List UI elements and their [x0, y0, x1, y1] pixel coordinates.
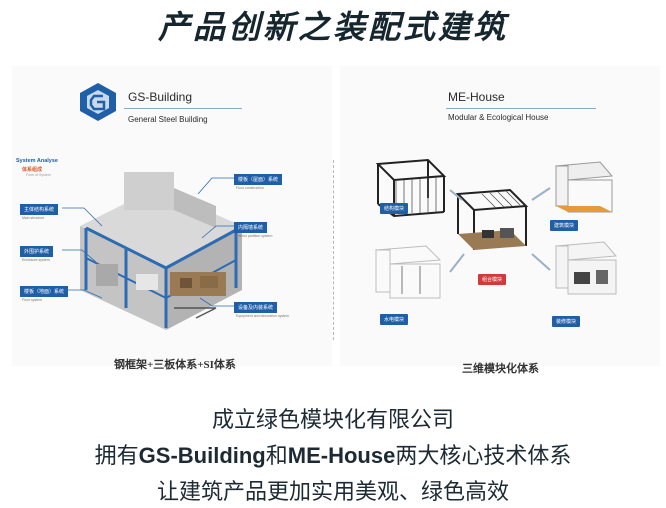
core-tech-gs: GS-Building — [138, 443, 266, 468]
tag-building-module: 建筑模块 — [550, 220, 579, 231]
gs-building-logo-icon — [80, 83, 116, 121]
tag-partition: 内隔墙系统 — [234, 222, 268, 233]
me-house-module-diagram — [374, 158, 618, 299]
core-tech-me: ME-House — [287, 443, 396, 468]
core-tech-line: 拥有GS-Building和ME-House两大核心技术体系 — [0, 438, 666, 470]
system-analyse-title: System Analyse — [16, 158, 58, 164]
panel-divider — [333, 160, 334, 340]
gs-building-illustration — [80, 172, 242, 330]
tag-floor-en: Floor system — [22, 298, 43, 302]
core-tech-pre: 拥有 — [94, 443, 139, 468]
me-house-caption: 三维模块化体系 — [462, 363, 539, 375]
tag-mep-module: 水电模块 — [380, 314, 409, 325]
system-composition-label: 体系组成 — [22, 167, 43, 173]
core-tech-post: 两大核心技术体系 — [395, 443, 572, 468]
tag-equipment: 设备及内装系统 — [234, 302, 278, 313]
tag-floor: 楼板（地面）系统 — [20, 286, 69, 297]
tag-roof: 楼板（屋面）系统 — [234, 174, 283, 185]
gs-building-subtitle: General Steel Building — [128, 115, 208, 124]
gs-building-panel: GS-Building General Steel Building Syste… — [12, 66, 332, 371]
me-house-panel: ME-House Modular & Ecological House — [340, 66, 660, 375]
leader-lines — [62, 177, 234, 307]
product-line: 让建筑产品更加实用美观、绿色高效 — [156, 479, 509, 504]
brand-underline — [446, 108, 596, 109]
system-composition-en: Form of System — [26, 173, 51, 177]
tag-decoration-module: 装修模块 — [552, 316, 581, 327]
tag-enclosure: 外围护系统 — [20, 246, 54, 257]
tag-structure-module: 结构模块 — [380, 203, 409, 214]
core-tech-mid: 和 — [265, 443, 288, 468]
gs-building-caption: 钢框架+三板体系+SI体系 — [114, 359, 236, 371]
brand-underline — [124, 108, 242, 109]
tag-partition-en: Interior partition system — [236, 234, 273, 238]
tag-enclosure-en: Enclosure system — [22, 258, 50, 262]
tag-main-structure: 主体结构系统 — [20, 204, 59, 215]
me-house-name: ME-House — [448, 90, 505, 104]
tag-roof-en: Floor construction — [236, 186, 264, 190]
tag-combined-module: 组合模块 — [478, 274, 507, 285]
tag-main-structure-en: Main structure — [22, 216, 45, 220]
me-house-subtitle: Modular & Ecological House — [448, 113, 549, 122]
tag-equipment-en: Equipment and decoration system — [236, 314, 289, 318]
gs-building-name: GS-Building — [128, 90, 193, 104]
company-line: 成立绿色模块化有限公司 — [211, 407, 454, 432]
page-title: 产品创新之装配式建筑 — [157, 8, 508, 46]
